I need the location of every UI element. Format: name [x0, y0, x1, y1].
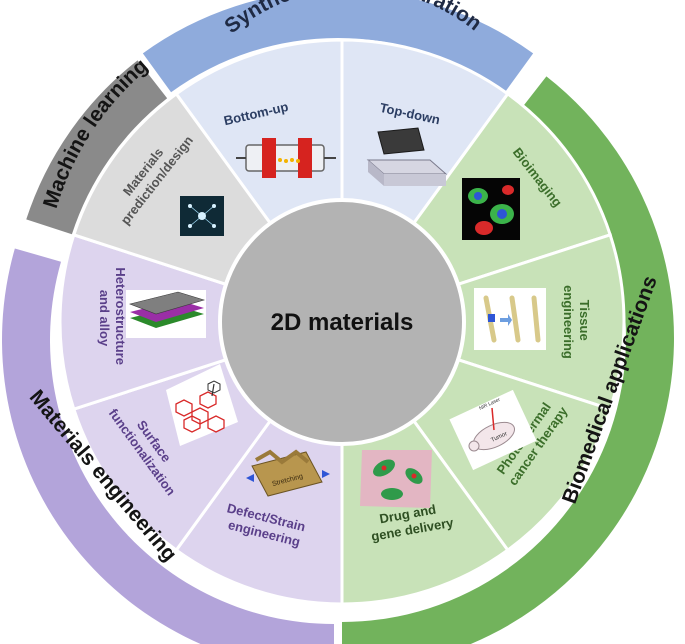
tube-furnace-illustration [236, 138, 336, 178]
bioimaging-cells-illustration [462, 178, 520, 240]
slice-label-tissue-line2: engineering [561, 285, 576, 359]
stretching-illustration: Stretching [246, 449, 330, 497]
sector-synthesis-and-preparation [142, 0, 534, 93]
slice-label-tissue-engineering: Tissue engineering [561, 285, 592, 359]
heterostructure-layers-illustration [126, 290, 206, 338]
drug-delivery-illustration [360, 450, 432, 508]
slice-label-heterostructure: Heterostructure and alloy [97, 267, 128, 368]
sector-materials-engineering [2, 248, 334, 644]
mouse-photothermal-illustration: Tumor NIR Laser [449, 389, 537, 471]
slice-label-hetero-line2: and alloy [97, 290, 112, 347]
sector-biomedical-applications [342, 76, 674, 644]
neural-network-illustration [180, 196, 224, 236]
graphene-functionalization-illustration [166, 364, 238, 446]
center-disc [218, 198, 466, 446]
slice-label-tissue-line1: Tissue [577, 300, 592, 341]
bone-scaffold-illustration [474, 288, 546, 350]
center-label: 2D materials [271, 309, 414, 336]
sector-machine-learning [26, 60, 168, 235]
slice-label-hetero-line1: Heterostructure [113, 267, 128, 365]
exfoliation-illustration [366, 127, 448, 186]
